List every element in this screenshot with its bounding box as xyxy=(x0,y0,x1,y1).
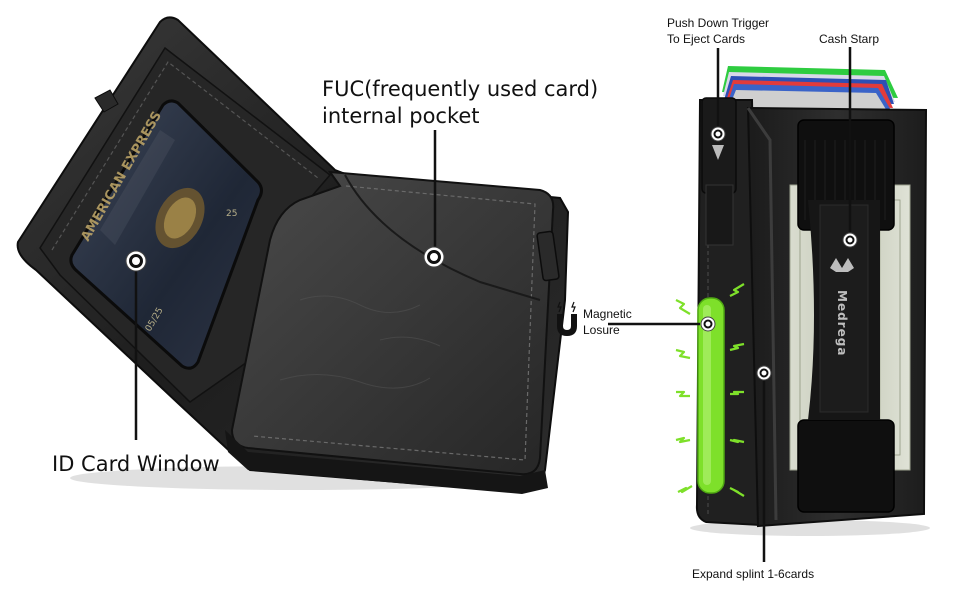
left-callouts xyxy=(125,130,445,440)
label-push-line2: To Eject Cards xyxy=(667,32,746,46)
magnet-sparks xyxy=(675,283,745,497)
pop-up-wallet: Medrega xyxy=(675,66,930,536)
marker-fuc xyxy=(423,246,445,268)
marker-id-window xyxy=(125,250,147,272)
marker-cash-strap xyxy=(842,232,858,248)
label-fuc-pocket: FUC(frequently used card) internal pocke… xyxy=(322,76,598,130)
label-expand-splint: Expand splint 1-6cards xyxy=(692,567,815,581)
open-wallet: AMERICAN EXPRESS 25 05/25 xyxy=(16,16,570,494)
label-fuc-line2: internal pocket xyxy=(322,104,480,128)
label-magnetic-line2: Losure xyxy=(583,323,620,337)
magnet-icon xyxy=(557,301,577,336)
right-callouts xyxy=(557,47,858,562)
cash-strap: Medrega xyxy=(797,119,895,513)
label-push-line1: Push Down Trigger xyxy=(667,16,770,30)
eject-trigger xyxy=(701,97,737,246)
label-magnetic-closure: Magnetic Losure xyxy=(583,306,632,338)
label-cash-strap: Cash Starp xyxy=(819,32,880,46)
marker-trigger xyxy=(710,126,726,142)
strap-logo-text: Medrega xyxy=(835,290,849,356)
label-id-card-window: ID Card Window xyxy=(52,452,220,476)
card-digits-text: 25 xyxy=(226,209,237,219)
label-magnetic-line1: Magnetic xyxy=(583,307,632,321)
label-push-trigger: Push Down Trigger To Eject Cards xyxy=(667,15,769,47)
marker-magnetic xyxy=(700,316,716,332)
label-fuc-line1: FUC(frequently used card) xyxy=(322,77,599,101)
magnetic-closure-bar xyxy=(697,297,725,494)
marker-expand xyxy=(756,365,772,381)
fuc-internal-pocket xyxy=(230,170,555,476)
